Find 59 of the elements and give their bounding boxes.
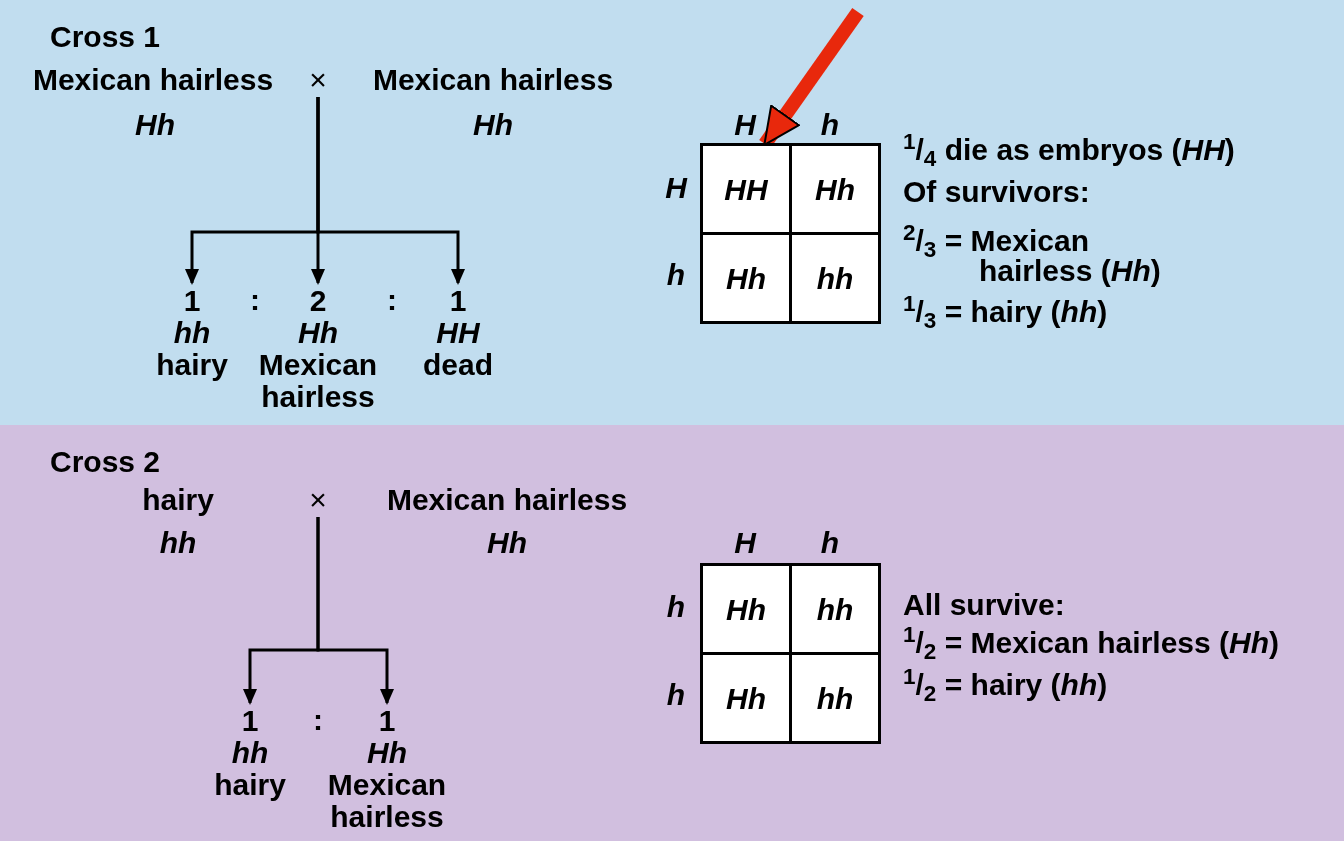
genotype: h — [666, 680, 686, 710]
arrow — [316, 517, 394, 705]
ratio-number: 2 — [309, 285, 327, 317]
genotype: h — [820, 110, 840, 140]
punnett-cell: Hh — [703, 566, 789, 652]
label-text: Mexican hairless — [386, 485, 628, 515]
ratio-number: 1 — [241, 705, 259, 737]
punnett-cell: hh — [792, 566, 878, 652]
label-text: hairy — [142, 485, 214, 515]
punnett-square — [700, 563, 881, 744]
phenotype: hairy — [214, 769, 286, 801]
genotype: H — [665, 173, 687, 203]
punnett-cell: hh — [792, 235, 878, 321]
genotype: Hh — [487, 528, 527, 558]
genotype: Hh — [298, 317, 338, 349]
genotype: h — [666, 592, 686, 622]
note-text: All survive: — [903, 590, 1065, 620]
cross-symbol: × — [309, 65, 327, 95]
genotype: h — [820, 528, 840, 558]
note-text: $^{1}$/$_{3}$ = hairy (hh) — [903, 297, 1108, 327]
label-text: : — [250, 285, 260, 315]
phenotype: Mexican hairless — [258, 349, 378, 413]
genotype: hh — [173, 317, 211, 349]
ratio-number: 1 — [378, 705, 396, 737]
note-text: $^{1}$/$_{4}$ die as embryos (HH) — [903, 135, 1235, 165]
punnett-cell: Hh — [703, 235, 789, 321]
genotype: H — [734, 110, 756, 140]
panel-background — [0, 425, 1344, 841]
phenotype: dead — [423, 349, 493, 381]
arrow — [316, 97, 465, 285]
note-text: $^{1}$/$_{2}$ = Mexican hairless (Hh) — [903, 628, 1280, 658]
genotype: H — [734, 528, 756, 558]
genotype: hh — [231, 737, 269, 769]
label-text: : — [313, 705, 323, 735]
label-text: : — [387, 285, 397, 315]
phenotype: Mexican hairless — [327, 769, 447, 833]
genotype: Hh — [473, 110, 513, 140]
label-text: Mexican hairless — [372, 65, 614, 95]
genotype: HH — [436, 317, 480, 349]
genotype: Hh — [367, 737, 407, 769]
punnett-cell: hh — [792, 655, 878, 741]
panel-heading: Cross 2 — [50, 447, 161, 477]
note-text: Of survivors: — [903, 177, 1090, 207]
punnett-square — [700, 143, 881, 324]
punnett-cell: Hh — [792, 146, 878, 232]
note-text: $^{2}$/$_{3}$ = Mexican hairless (Hh) — [903, 226, 1162, 286]
phenotype: hairy — [156, 349, 228, 381]
panel-background — [0, 0, 1344, 425]
ratio-number: 1 — [449, 285, 467, 317]
genotype: h — [666, 260, 686, 290]
cross-symbol: × — [309, 485, 327, 515]
panel-heading: Cross 1 — [50, 22, 161, 52]
punnett-cell: HH — [703, 146, 789, 232]
genotype: Hh — [135, 110, 175, 140]
label-text: Mexican hairless — [32, 65, 274, 95]
ratio-number: 1 — [183, 285, 201, 317]
punnett-cell: Hh — [703, 655, 789, 741]
note-text: $^{1}$/$_{2}$ = hairy (hh) — [903, 670, 1108, 700]
genotype: hh — [159, 528, 197, 558]
